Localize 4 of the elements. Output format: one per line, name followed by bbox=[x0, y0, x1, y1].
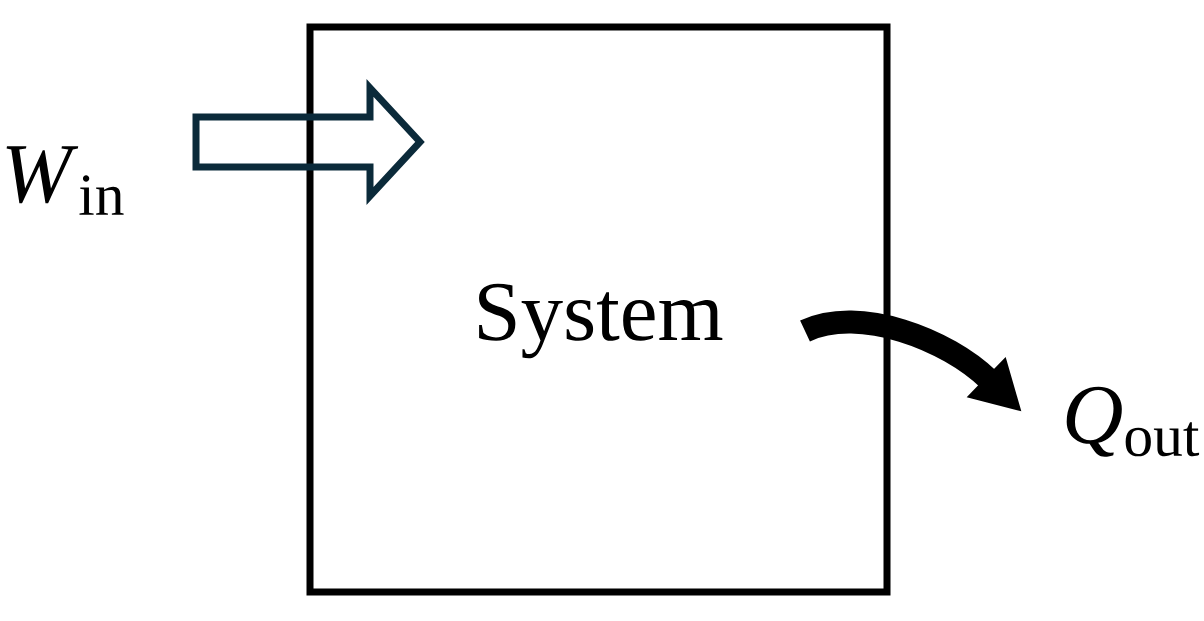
system-box: System bbox=[306, 23, 891, 596]
symbol-label: Q$_{out}$ bbox=[1066, 386, 1200, 457]
symbol-label: W$_{in}$ bbox=[6, 146, 124, 215]
block-arrow bbox=[192, 79, 425, 205]
